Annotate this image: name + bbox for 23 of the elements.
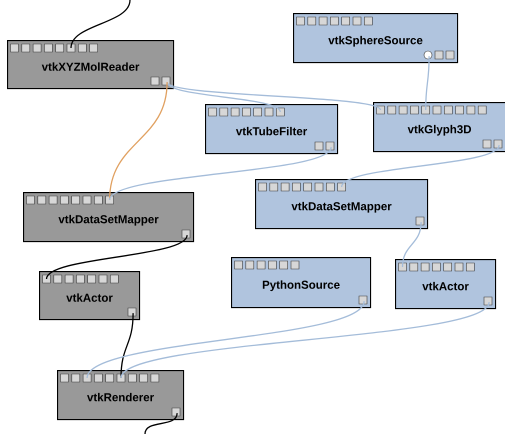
connection-wire xyxy=(402,222,422,268)
connection-wire xyxy=(166,82,381,110)
module-box: vtkRenderer xyxy=(57,370,184,420)
connection-wire xyxy=(341,144,500,188)
connection-wire xyxy=(70,0,131,48)
connection-wire xyxy=(108,82,168,200)
connection-wire xyxy=(120,313,134,378)
module-box: vtkGlyph3D xyxy=(373,102,505,152)
connection-wire xyxy=(120,302,490,378)
module-box: vtkXYZMolReader xyxy=(7,40,174,90)
connection-wire xyxy=(144,412,178,434)
connection-wire xyxy=(425,56,430,110)
connection-wire xyxy=(109,146,332,200)
connection-wire xyxy=(86,300,365,378)
connection-wire xyxy=(166,82,281,112)
module-box: vtkTubeFilter xyxy=(205,104,338,154)
module-box: vtkDataSetMapper xyxy=(255,179,428,230)
module-box: PythonSource xyxy=(231,257,372,308)
module-box: vtkDataSetMapper xyxy=(23,192,194,242)
module-box: vtkActor xyxy=(39,271,140,320)
module-box: vtkSphereSource xyxy=(293,13,458,64)
module-box: vtkActor xyxy=(395,259,496,310)
connection-wire xyxy=(46,234,188,280)
